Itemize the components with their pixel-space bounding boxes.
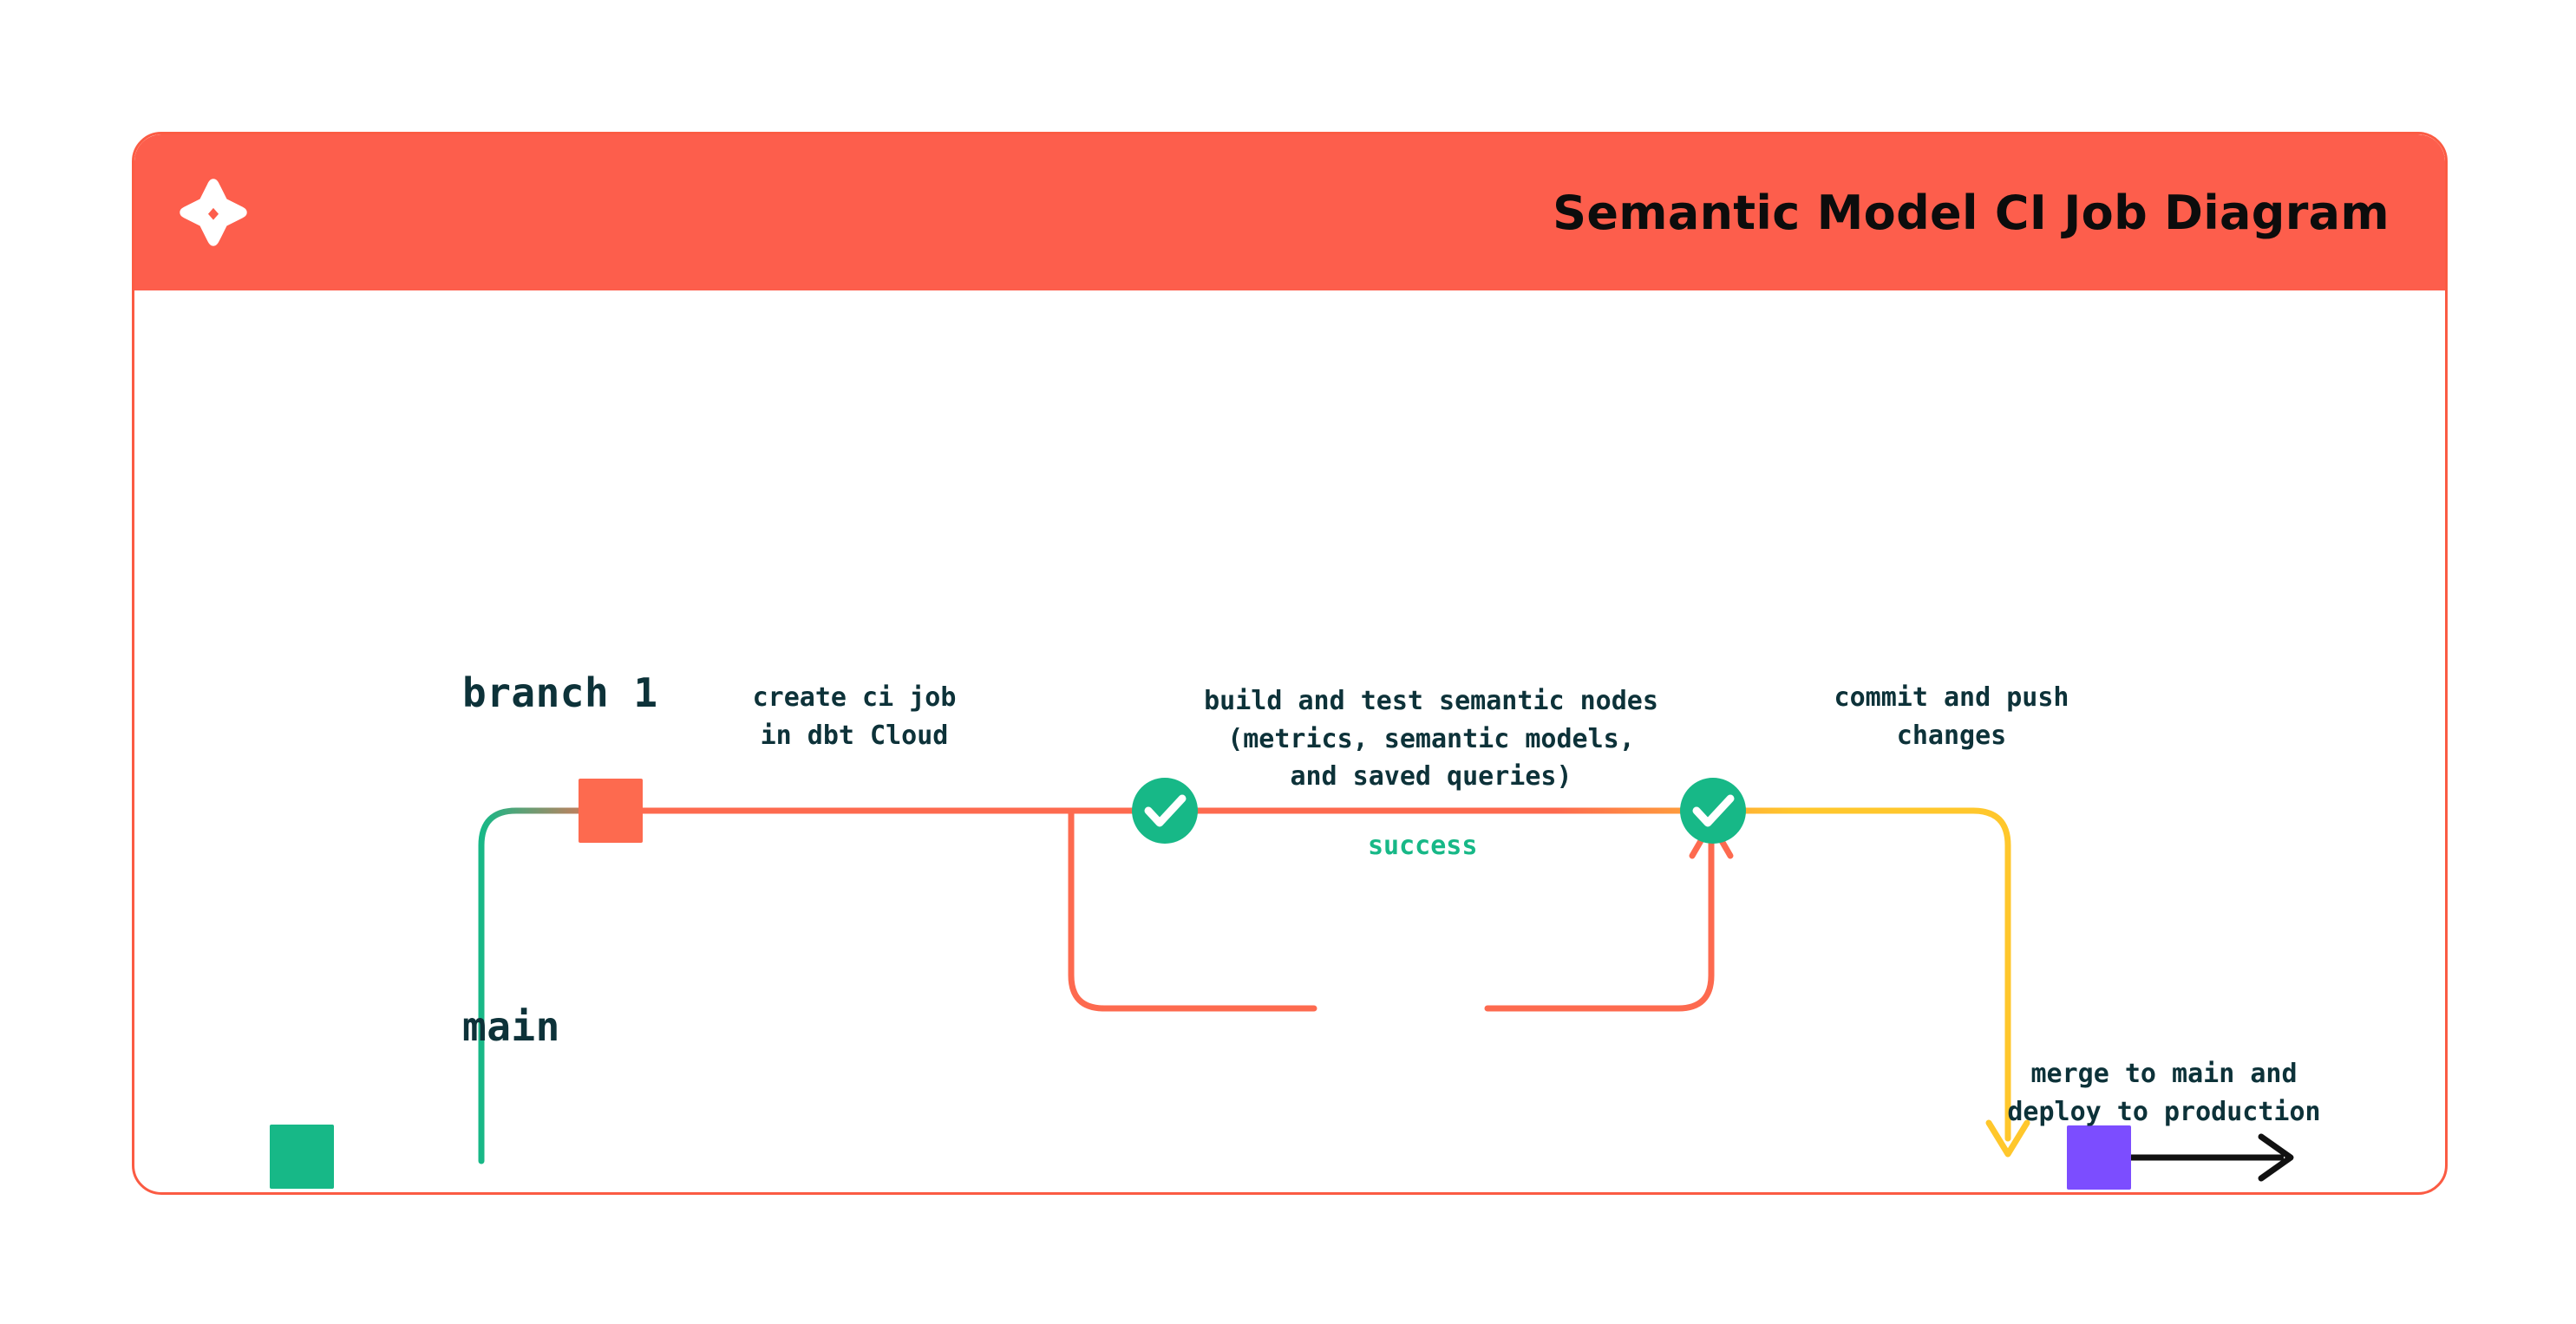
success-loop-left xyxy=(1068,807,1317,1012)
node-build-and-test xyxy=(1132,778,1198,844)
merge-back-arrowhead xyxy=(1985,1119,2030,1158)
diagram-card: Semantic Model CI Job Diagram xyxy=(132,132,2448,1195)
branch-out-edge xyxy=(478,807,1977,1164)
check-icon xyxy=(1144,794,1187,827)
lane-label-main: main xyxy=(462,1003,560,1050)
check-icon xyxy=(1692,794,1735,827)
node-create-ci-job xyxy=(579,779,643,843)
main-continues-arrowhead xyxy=(2258,1133,2294,1182)
card-header: Semantic Model CI Job Diagram xyxy=(134,134,2445,290)
caption-create-ci-job: create ci job in dbt Cloud xyxy=(752,682,957,751)
page-title: Semantic Model CI Job Diagram xyxy=(1553,185,2390,240)
caption-commit-and-push: commit and push changes xyxy=(1834,682,2069,751)
caption-build-and-test: build and test semantic nodes (metrics, … xyxy=(1204,686,1658,792)
lane-label-branch-1: branch 1 xyxy=(462,669,658,716)
node-main-start xyxy=(270,1125,334,1189)
success-loop-right xyxy=(1484,835,1715,1012)
node-merge-to-main xyxy=(2067,1125,2131,1190)
edge-label-success: success xyxy=(1357,831,1488,861)
node-commit-and-push xyxy=(1680,778,1746,844)
diagram-canvas xyxy=(134,290,2445,1192)
merge-back-edge xyxy=(1970,807,2011,1142)
caption-merge-to-main: merge to main and deploy to production xyxy=(2007,1059,2321,1127)
dbt-logo-icon xyxy=(176,175,251,250)
